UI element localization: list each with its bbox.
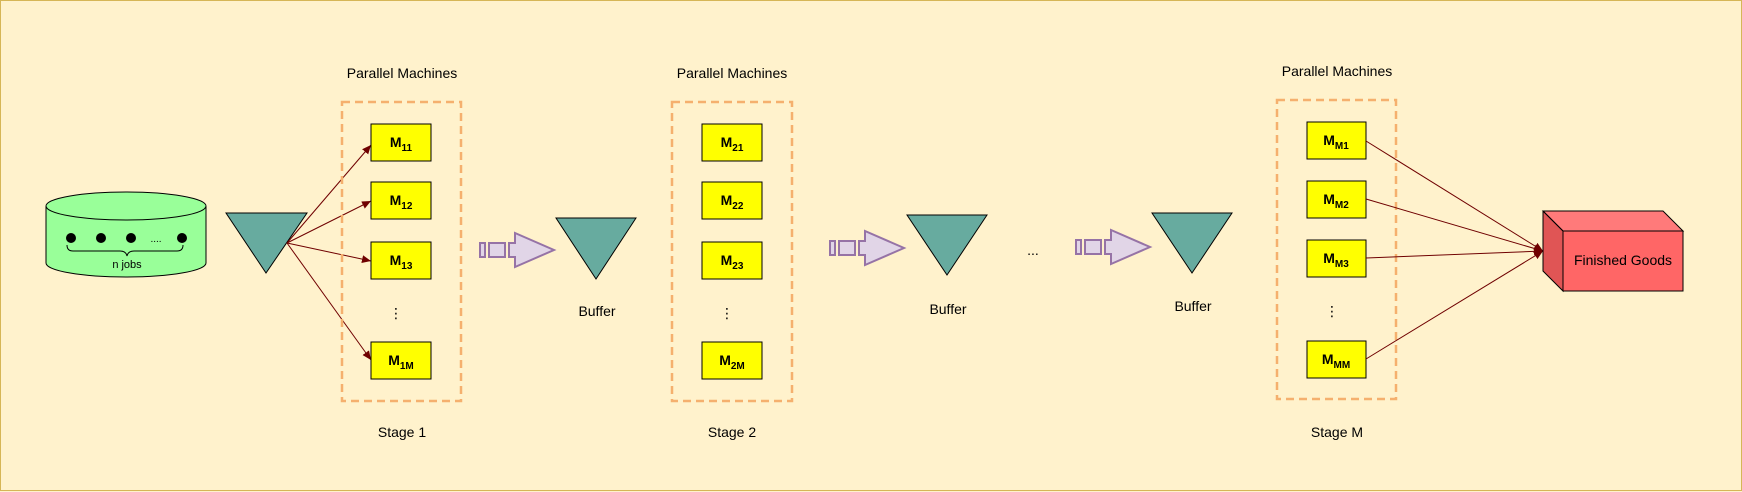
machine-box[interactable]: M2M [701, 341, 763, 380]
block-arrow-icon [1075, 228, 1153, 266]
svg-text:M2M: M2M [719, 352, 745, 372]
machines-vdots: ⋮ [389, 305, 403, 321]
job-dot [177, 233, 187, 243]
machine-box[interactable]: M13 [370, 241, 432, 280]
buffer-label: Buffer [1174, 298, 1211, 314]
machine-box[interactable]: MM2 [1306, 180, 1367, 219]
finished-goods-box[interactable]: Finished Goods [1541, 210, 1685, 293]
svg-text:M23: M23 [721, 252, 744, 272]
machine-box[interactable]: MM3 [1306, 239, 1367, 278]
stage-2-label: Stage 2 [708, 424, 756, 440]
stage-m-header: Parallel Machines [1282, 63, 1393, 79]
machine-box[interactable]: M22 [701, 181, 763, 220]
stage-1-header: Parallel Machines [347, 65, 458, 81]
machines-vdots: ⋮ [720, 305, 734, 321]
svg-text:M22: M22 [721, 192, 744, 212]
brace-icon [66, 244, 184, 257]
svg-text:MM2: MM2 [1323, 191, 1349, 211]
buffer-triangle-icon [1151, 212, 1233, 274]
machine-box[interactable]: M11 [370, 123, 432, 162]
source-ellipsis: .... [150, 234, 161, 245]
job-dot [66, 233, 76, 243]
machine-box[interactable]: M12 [370, 181, 432, 220]
job-dot [96, 233, 106, 243]
block-arrow-icon [479, 231, 557, 269]
dispatcher-triangle-icon [225, 212, 308, 274]
svg-text:MM3: MM3 [1323, 250, 1349, 270]
svg-text:MMM: MMM [1322, 351, 1350, 371]
finished-connectors [1365, 140, 1544, 360]
svg-text:MM1: MM1 [1323, 132, 1349, 152]
buffer-triangle-icon [555, 217, 637, 280]
stage-2: Parallel Machines M21 M22 M23 ⋮ M2M Stag… [670, 65, 794, 440]
stage1-connectors [286, 144, 372, 361]
machine-box[interactable]: M21 [701, 123, 763, 162]
block-arrow-icon [829, 229, 907, 267]
svg-text:M11: M11 [390, 134, 413, 154]
stage-1-group-border [340, 100, 463, 403]
machine-box[interactable]: M1M [370, 341, 432, 380]
job-dot [126, 233, 136, 243]
between-stages-ellipsis: ... [1027, 242, 1039, 258]
buffer-label: Buffer [578, 303, 615, 319]
svg-text:M1M: M1M [388, 352, 414, 372]
stage-2-group-border [670, 100, 794, 403]
stage-1-label: Stage 1 [378, 424, 426, 440]
stage-1: Parallel Machines M11 M12 M13 ⋮ M1M Stag… [340, 65, 463, 440]
machines-vdots: ⋮ [1325, 303, 1339, 319]
finished-goods-label: Finished Goods [1574, 252, 1672, 268]
buffer-label: Buffer [929, 301, 966, 317]
stage-m-group-border [1275, 98, 1398, 401]
machine-box[interactable]: MM1 [1306, 121, 1367, 160]
svg-text:M13: M13 [390, 252, 413, 272]
machine-box[interactable]: M23 [701, 241, 763, 280]
machine-box[interactable]: MMM [1306, 340, 1367, 379]
stage-2-header: Parallel Machines [677, 65, 788, 81]
stage-m-label: Stage M [1311, 424, 1363, 440]
job-source-cylinder: .... n jobs [45, 191, 207, 278]
svg-text:M21: M21 [721, 134, 744, 154]
source-label: n jobs [112, 259, 142, 271]
stage-m: Parallel Machines MM1 MM2 MM3 ⋮ MMM Stag… [1275, 63, 1398, 440]
buffer-triangle-icon [906, 214, 988, 276]
svg-text:M12: M12 [390, 192, 413, 212]
database-icon [45, 206, 207, 278]
